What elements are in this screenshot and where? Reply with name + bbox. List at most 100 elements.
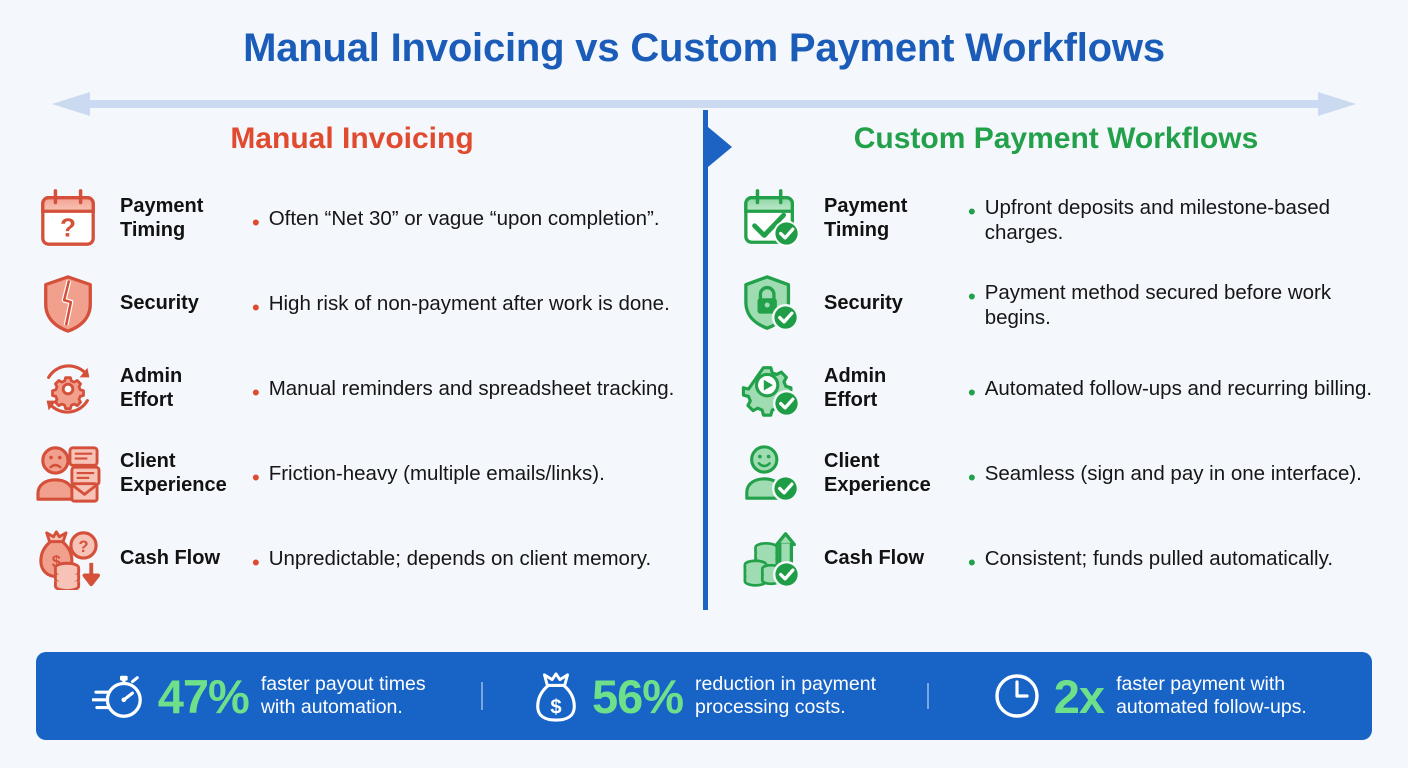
desc-text: Upfront deposits and milestone-based cha…: [984, 195, 1330, 244]
bullet-icon: •: [252, 379, 260, 405]
label-line: Security: [120, 291, 199, 314]
row-desc-client-experience-custom: • Seamless (sign and pay in one interfac…: [968, 459, 1384, 489]
label-line: Timing: [120, 218, 186, 241]
gear-refresh-icon: [24, 358, 112, 420]
svg-text:$: $: [550, 696, 561, 718]
desc-text: Seamless (sign and pay in one interface)…: [984, 461, 1362, 485]
stat-text-line: automated follow-ups.: [1116, 696, 1307, 718]
label-line: Cash Flow: [824, 546, 925, 569]
row-label-client-experience-manual: Client Experience: [112, 450, 252, 497]
label-line: Experience: [824, 473, 931, 496]
calendar-check-icon: [728, 188, 816, 250]
row-payment-timing-custom: Payment Timing • Upfront deposits and mi…: [728, 176, 1384, 261]
clock-icon: [992, 671, 1042, 721]
svg-text:?: ?: [78, 538, 88, 556]
bullet-icon: •: [252, 294, 260, 320]
row-desc-admin-effort-custom: • Automated follow-ups and recurring bil…: [968, 374, 1384, 404]
label-line: Experience: [120, 473, 227, 496]
stat-text-line: faster payout times: [260, 673, 426, 695]
rows-manual: ? Payment Timing • Often “Net 30” or vag…: [24, 176, 680, 601]
desc-text: Friction-heavy (multiple emails/links).: [268, 461, 605, 485]
label-line: Effort: [120, 388, 174, 411]
row-admin-effort-manual: Admin Effort • Manual reminders and spre…: [24, 346, 680, 431]
triangle-right-icon: [708, 127, 732, 167]
calendar-question-icon: ?: [24, 188, 112, 250]
column-divider: [703, 110, 708, 610]
desc-text: Consistent; funds pulled automatically.: [984, 546, 1334, 570]
arrow-shaft: [88, 100, 1320, 108]
row-client-experience-custom: Client Experience • Seamless (sign and p…: [728, 431, 1384, 516]
money-bag-down-arrow-icon: $ ?: [24, 528, 112, 590]
label-line: Cash Flow: [120, 546, 221, 569]
column-heading-manual: Manual Invoicing: [230, 122, 474, 155]
row-desc-payment-timing-custom: • Upfront deposits and milestone-based c…: [968, 193, 1384, 245]
row-admin-effort-custom: Admin Effort • Automated follow-ups and …: [728, 346, 1384, 431]
row-label-security-manual: Security: [112, 292, 252, 316]
bullet-icon: •: [968, 198, 976, 224]
desc-text: High risk of non-payment after work is d…: [268, 291, 670, 315]
rows-custom: Payment Timing • Upfront deposits and mi…: [728, 176, 1384, 601]
broken-shield-icon: [24, 273, 112, 335]
row-label-admin-effort-custom: Admin Effort: [816, 365, 968, 412]
row-desc-cash-flow-manual: • Unpredictable; depends on client memor…: [252, 544, 680, 574]
comparison-columns: Manual Invoicing ?: [0, 122, 1408, 601]
row-desc-client-experience-manual: • Friction-heavy (multiple emails/links)…: [252, 459, 680, 489]
stat-number-2x: 2x: [1053, 669, 1105, 723]
label-line: Payment: [120, 194, 204, 217]
row-cash-flow-custom: Cash Flow • Consistent; funds pulled aut…: [728, 516, 1384, 601]
desc-text: Manual reminders and spreadsheet trackin…: [268, 376, 675, 400]
stat-faster-payment: 2x faster payment with automated follow-…: [926, 669, 1372, 723]
row-security-manual: Security • High risk of non-payment afte…: [24, 261, 680, 346]
stat-text-cost-reduction: reduction in payment processing costs.: [695, 673, 876, 719]
desc-text: Unpredictable; depends on client memory.: [268, 546, 652, 570]
stat-text-line: reduction in payment: [695, 673, 877, 695]
happy-client-check-icon: [728, 443, 816, 505]
label-line: Client: [824, 449, 880, 472]
bullet-icon: •: [968, 283, 976, 309]
label-line: Security: [824, 291, 903, 314]
row-cash-flow-manual: $ ? Cash Flow: [24, 516, 680, 601]
unhappy-client-messages-icon: [24, 443, 112, 505]
stat-number-56: 56%: [591, 669, 684, 723]
stat-cost-reduction: $ 56% reduction in payment processing co…: [481, 670, 926, 722]
label-line: Client: [120, 449, 176, 472]
row-desc-security-custom: • Payment method secured before work beg…: [968, 278, 1384, 330]
row-desc-security-manual: • High risk of non-payment after work is…: [252, 289, 680, 319]
row-desc-payment-timing-manual: • Often “Net 30” or vague “upon completi…: [252, 204, 680, 234]
row-label-payment-timing-manual: Payment Timing: [112, 195, 252, 242]
row-client-experience-manual: Client Experience • Friction-heavy (mult…: [24, 431, 680, 516]
stat-text-line: processing costs.: [695, 696, 846, 718]
row-label-cash-flow-manual: Cash Flow: [112, 547, 252, 571]
column-heading-custom: Custom Payment Workflows: [853, 122, 1259, 155]
bullet-icon: •: [252, 209, 260, 235]
column-manual-invoicing: Manual Invoicing ?: [0, 122, 704, 601]
speed-stopwatch-icon: [91, 670, 146, 722]
stat-text-faster-payment: faster payment with automated follow-ups…: [1116, 673, 1307, 719]
money-bag-icon: $: [532, 670, 580, 722]
row-security-custom: Security • Payment method secured before…: [728, 261, 1384, 346]
row-desc-cash-flow-custom: • Consistent; funds pulled automatically…: [968, 544, 1384, 574]
svg-text:$: $: [52, 552, 61, 570]
arrow-left-icon: [52, 92, 90, 116]
label-line: Effort: [824, 388, 878, 411]
gear-play-check-icon: [728, 358, 816, 420]
stat-text-faster-payout: faster payout times with automation.: [261, 673, 426, 719]
bullet-icon: •: [968, 549, 976, 575]
row-payment-timing-manual: ? Payment Timing • Often “Net 30” or vag…: [24, 176, 680, 261]
arrow-right-icon: [1318, 92, 1356, 116]
desc-text: Payment method secured before work begin…: [984, 280, 1332, 329]
label-line: Admin: [120, 364, 183, 387]
bullet-icon: •: [968, 379, 976, 405]
stat-number-47: 47%: [157, 669, 250, 723]
row-label-cash-flow-custom: Cash Flow: [816, 547, 968, 571]
desc-text: Often “Net 30” or vague “upon completion…: [268, 206, 660, 230]
bullet-icon: •: [252, 464, 260, 490]
label-line: Timing: [824, 218, 890, 241]
row-desc-admin-effort-manual: • Manual reminders and spreadsheet track…: [252, 374, 680, 404]
coins-up-arrow-check-icon: [728, 528, 816, 590]
page-title: Manual Invoicing vs Custom Payment Workf…: [243, 26, 1165, 70]
label-line: Admin: [824, 364, 887, 387]
desc-text: Automated follow-ups and recurring billi…: [984, 376, 1373, 400]
row-label-admin-effort-manual: Admin Effort: [112, 365, 252, 412]
stat-faster-payout: 47% faster payout times with automation.: [36, 670, 481, 722]
